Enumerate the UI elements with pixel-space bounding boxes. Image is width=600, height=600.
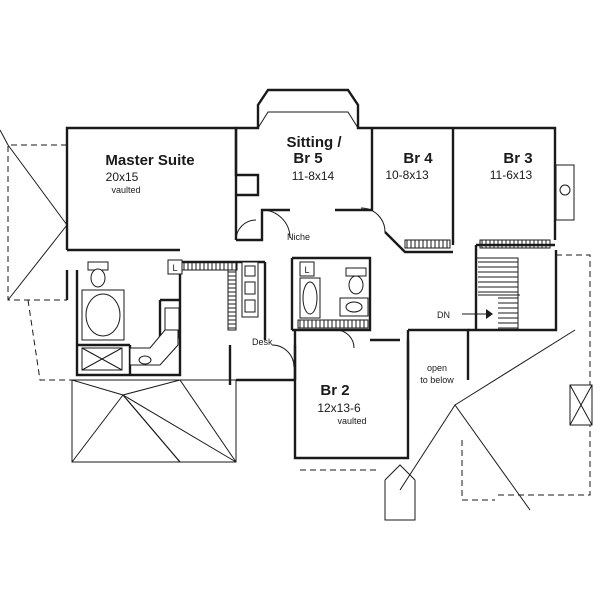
linen-closet-1: L [167, 259, 183, 275]
master-suite-note: vaulted [111, 185, 140, 195]
interior-walls [67, 128, 453, 400]
desk-label: Desk [252, 337, 273, 347]
roof-outline-left [0, 129, 72, 381]
br2-size: 12x13-6 [317, 401, 361, 415]
dn-arrow [462, 309, 493, 319]
br3-size: 11-6x13 [490, 168, 533, 182]
br4-name: Br 4 [403, 150, 433, 167]
room-sitting-br5: Sitting / Br 5 11-8x14 [287, 134, 343, 183]
room-br2: Br 2 12x13-6 vaulted [317, 382, 366, 426]
room-master-suite: Master Suite 20x15 vaulted [105, 152, 194, 195]
sitting-name-line2: Br 5 [293, 150, 322, 167]
open-to-below-line2: to below [420, 375, 454, 385]
linen-label-1: L [172, 263, 177, 273]
room-br3: Br 3 11-6x13 [490, 150, 533, 182]
sitting-name-line1: Sitting / [287, 134, 343, 151]
windows [98, 89, 508, 459]
master-suite-size: 20x15 [106, 170, 139, 184]
door-swings [235, 207, 386, 368]
master-suite-name: Master Suite [105, 152, 194, 169]
br4-size: 10-8x13 [385, 168, 429, 182]
open-to-below-line1: open [427, 363, 447, 373]
br2-note: vaulted [337, 416, 366, 426]
bath-fixtures [81, 111, 369, 371]
closet-shelves [181, 239, 551, 331]
stairs [475, 257, 520, 331]
exterior-box-right [555, 164, 593, 426]
dn-label: DN [437, 310, 450, 320]
roof-outline-right [300, 254, 591, 521]
room-br4: Br 4 10-8x13 [385, 150, 433, 182]
niche-label: Niche [287, 232, 310, 242]
linen-label-2: L [304, 265, 309, 275]
roof-outline-bottom-left [71, 379, 237, 463]
sitting-size: 11-8x14 [292, 169, 335, 183]
linen-closet-2: L [299, 261, 315, 277]
br3-name: Br 3 [503, 150, 532, 167]
br2-name: Br 2 [320, 382, 349, 399]
